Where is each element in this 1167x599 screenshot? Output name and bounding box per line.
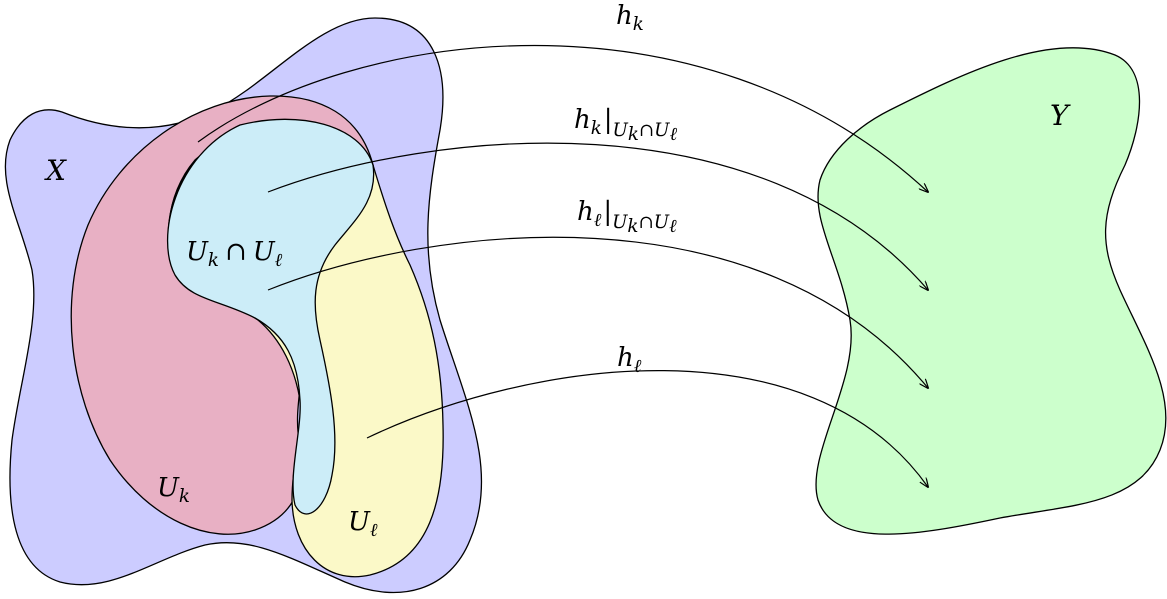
label-ul: Uℓ xyxy=(348,507,378,541)
label-x: X xyxy=(44,154,67,187)
label-intersection: Uk∩Uℓ xyxy=(186,237,283,271)
label-y: Y xyxy=(1050,99,1071,132)
label-map-hk-restricted: hk|Uk∩Uℓ xyxy=(574,105,677,145)
label-map-hl: hℓ xyxy=(617,343,642,377)
arrow-hl xyxy=(366,370,928,487)
set-y-region xyxy=(815,47,1167,535)
arrow-hl-restricted xyxy=(267,236,928,388)
arrow-hk xyxy=(197,44,928,193)
label-map-hk: hk xyxy=(616,1,644,35)
label-uk: Uk xyxy=(157,473,190,507)
intersection-region xyxy=(166,118,375,515)
label-map-hl-restricted: hℓ|Uk∩Uℓ xyxy=(577,197,677,237)
arrow-hk-restricted xyxy=(267,142,928,290)
